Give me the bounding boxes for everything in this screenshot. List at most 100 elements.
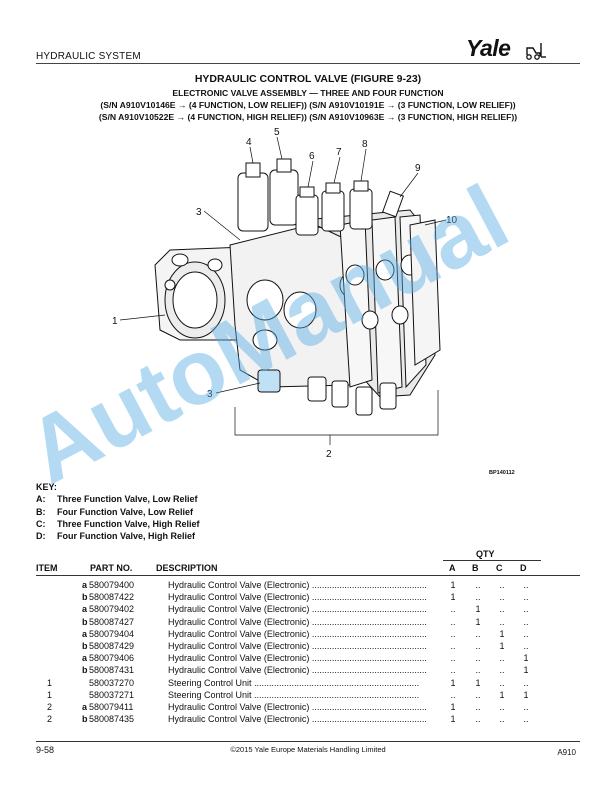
- part-number: 580079402: [89, 604, 135, 615]
- qty-b: 1: [475, 677, 481, 688]
- svg-text:8: 8: [362, 139, 368, 150]
- qty-b: ..: [475, 653, 481, 664]
- svg-text:5: 5: [274, 127, 280, 138]
- qty-d: ..: [523, 701, 529, 712]
- qty-b: ..: [475, 665, 481, 676]
- valve-illustration: 1 2 3 3 4 5 6 7 8 9 10: [112, 127, 458, 460]
- part-number: 580087431: [89, 665, 135, 676]
- copyright: ©2015 Yale Europe Materials Handling Lim…: [230, 745, 386, 754]
- qty-c: ..: [499, 592, 505, 603]
- variant-letter: a: [82, 580, 88, 590]
- part-number: 580079406: [89, 653, 135, 664]
- qty-b: 1: [475, 604, 481, 615]
- description: Hydraulic Control Valve (Electronic) ...…: [168, 701, 427, 712]
- qty-c: ..: [499, 653, 505, 664]
- description: Hydraulic Control Valve (Electronic) ...…: [168, 628, 427, 639]
- description: Hydraulic Control Valve (Electronic) ...…: [168, 604, 427, 615]
- item-number: 2: [47, 714, 53, 725]
- item-number: 1: [47, 677, 53, 688]
- assembly-subtitle: ELECTRONIC VALVE ASSEMBLY — THREE AND FO…: [172, 88, 444, 98]
- qty-d: 1: [523, 665, 529, 676]
- svg-text:3: 3: [196, 207, 202, 218]
- qty-c: ..: [499, 677, 505, 688]
- qty-a: ..: [450, 628, 456, 639]
- qty-b: ..: [475, 714, 481, 725]
- variant-letter: b: [82, 665, 88, 676]
- qty-d: ..: [523, 580, 529, 590]
- part-number: 580079411: [89, 701, 134, 712]
- qty-a: 1: [450, 677, 456, 688]
- description: Hydraulic Control Valve (Electronic) ...…: [168, 640, 427, 651]
- header-rule-table: [36, 575, 580, 576]
- figure-code: BP140112: [489, 470, 515, 476]
- item-number: 1: [47, 689, 53, 700]
- qty-c: ..: [499, 701, 505, 712]
- brand-logo: Yale: [466, 35, 576, 61]
- svg-text:3: 3: [207, 389, 213, 400]
- qty-b: ..: [475, 580, 481, 590]
- key-row: B:Four Function Valve, Low Relief: [36, 506, 194, 517]
- col-c: C: [496, 563, 503, 573]
- forklift-icon: [526, 43, 546, 60]
- description: Hydraulic Control Valve (Electronic) ...…: [168, 616, 427, 627]
- qty-a: 1: [450, 714, 456, 725]
- part-number: 580087435: [89, 714, 135, 725]
- page-number: 9-58: [36, 745, 55, 755]
- svg-text:9: 9: [415, 163, 421, 174]
- description: Hydraulic Control Valve (Electronic) ...…: [168, 580, 427, 590]
- description: Hydraulic Control Valve (Electronic) ...…: [168, 653, 427, 664]
- qty-d: ..: [523, 604, 529, 615]
- qty-a: 1: [450, 592, 456, 603]
- description: Steering Control Unit ..................…: [168, 677, 420, 688]
- col-a: A: [449, 563, 456, 573]
- qty-a: 1: [450, 701, 456, 712]
- qty-rule: [443, 560, 541, 561]
- key-block: KEY: A:Three Function Valve, Low Relief …: [36, 481, 200, 542]
- qty-d: ..: [523, 616, 529, 627]
- qty-a: ..: [450, 640, 456, 651]
- key-title: KEY:: [36, 482, 57, 492]
- qty-d: ..: [523, 714, 529, 725]
- item-number: 2: [47, 701, 53, 712]
- svg-text:4: 4: [246, 137, 252, 148]
- col-d: D: [520, 563, 527, 573]
- qty-b: ..: [475, 592, 481, 603]
- table-row: 1 580037271 Steering Control Unit ........…: [36, 690, 580, 702]
- variant-letter: a: [82, 653, 88, 664]
- qty-d: 1: [523, 653, 529, 664]
- svg-text:10: 10: [446, 215, 458, 226]
- qty-b: ..: [475, 689, 481, 700]
- part-number: 580037270: [89, 677, 135, 688]
- qty-c: 1: [499, 628, 505, 639]
- part-number: 580079400: [89, 580, 135, 590]
- variant-letter: a: [82, 604, 88, 615]
- serial-line-2: (S/N A910V10522E → (4 FUNCTION, HIGH REL…: [98, 112, 518, 122]
- brand-wordmark: Yale: [466, 35, 511, 61]
- qty-a: ..: [450, 665, 456, 676]
- table-row: 1 580037270 Steering Control Unit ........…: [36, 678, 580, 690]
- svg-text:2: 2: [326, 449, 332, 460]
- part-number: 580037271: [89, 689, 135, 700]
- description: Hydraulic Control Valve (Electronic) ...…: [168, 714, 427, 725]
- qty-header: QTY: [476, 549, 495, 559]
- description: Steering Control Unit ..................…: [168, 689, 420, 700]
- col-b: B: [472, 563, 479, 573]
- part-number: 580087427: [89, 616, 135, 627]
- qty-b: ..: [475, 701, 481, 712]
- qty-c: 1: [499, 640, 505, 651]
- qty-d: ..: [523, 677, 529, 688]
- description: Hydraulic Control Valve (Electronic) ...…: [168, 592, 427, 603]
- figure-title: HYDRAULIC CONTROL VALVE (FIGURE 9-23): [194, 73, 422, 85]
- key-row: C:Three Function Valve, High Relief: [36, 518, 200, 529]
- qty-d: ..: [523, 640, 529, 651]
- qty-a: ..: [450, 604, 456, 615]
- header-rule: [36, 63, 580, 64]
- col-item: ITEM: [36, 563, 58, 573]
- qty-d: ..: [523, 628, 529, 639]
